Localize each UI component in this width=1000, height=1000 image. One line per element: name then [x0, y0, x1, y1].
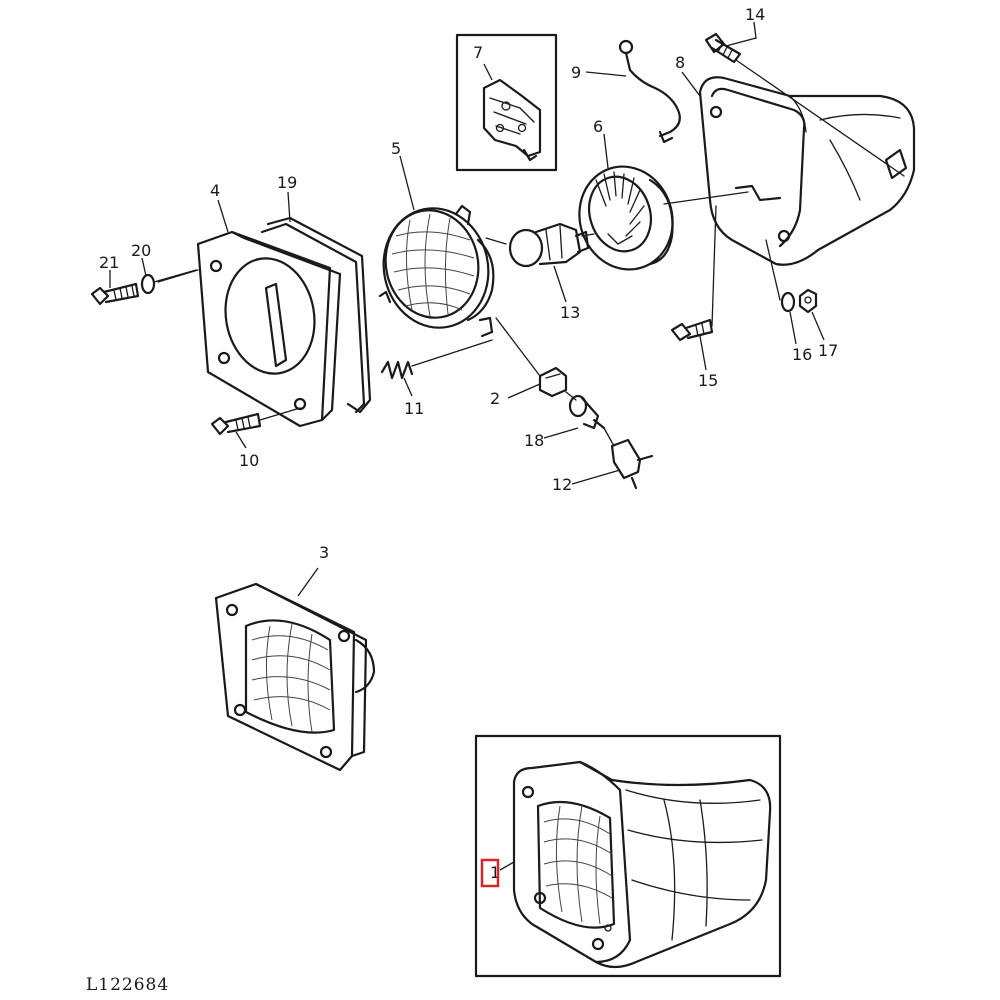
- callout-16: 16: [792, 345, 812, 364]
- callout-8: 8: [675, 53, 685, 72]
- inset-complete-headlight-part-1: [474, 734, 782, 978]
- washer-part-16: [780, 291, 796, 313]
- callout-1-highlight: [480, 858, 500, 888]
- callout-9: 9: [571, 63, 581, 82]
- callout-18: 18: [524, 431, 544, 450]
- socket-part-2: [538, 366, 568, 398]
- callout-2: 2: [490, 389, 500, 408]
- bezel-frame-part-4: [196, 230, 342, 428]
- callout-4: 4: [210, 181, 220, 200]
- bulb-part-13: [508, 222, 590, 268]
- screw-part-21: [90, 282, 140, 306]
- callout-20: 20: [131, 241, 151, 260]
- callout-15: 15: [698, 371, 718, 390]
- inset-bracket-part-7: [455, 33, 558, 172]
- screw-part-10: [210, 412, 262, 436]
- bolt-part-14: [704, 32, 742, 64]
- callout-11: 11: [404, 399, 424, 418]
- callout-17: 17: [818, 341, 838, 360]
- gasket-part-19: [260, 216, 372, 414]
- reflector-ring-part-6: [578, 165, 674, 271]
- assembled-headlight-part-3: [214, 582, 376, 772]
- callout-14: 14: [745, 5, 765, 24]
- callout-6: 6: [593, 117, 603, 136]
- callout-12: 12: [552, 475, 572, 494]
- callout-13: 13: [560, 303, 580, 322]
- spring-part-11: [380, 339, 493, 380]
- leader-lines: [109, 21, 825, 871]
- callout-10: 10: [239, 451, 259, 470]
- callout-labels: 7 9 8 14 6 5 4 19 21 20 10 11 2 18 12 13…: [99, 5, 838, 882]
- callout-21: 21: [99, 253, 119, 272]
- screw-part-15: [670, 318, 714, 342]
- wire-lead-part-9: [618, 39, 681, 144]
- reference-code: L122684: [86, 975, 169, 995]
- sealed-beam-part-5: [378, 204, 495, 338]
- callout-3: 3: [319, 543, 329, 562]
- callout-5: 5: [391, 139, 401, 158]
- holder-part-12: [610, 438, 654, 490]
- callout-1: 1: [490, 863, 500, 882]
- nut-part-17: [798, 288, 818, 314]
- bulb-part-18: [568, 394, 606, 430]
- headlight-housing-part-8: [698, 76, 916, 266]
- washer-part-20: [140, 269, 197, 295]
- assembly-axes: [157, 59, 905, 447]
- callout-7: 7: [473, 43, 483, 62]
- callout-19: 19: [277, 173, 297, 192]
